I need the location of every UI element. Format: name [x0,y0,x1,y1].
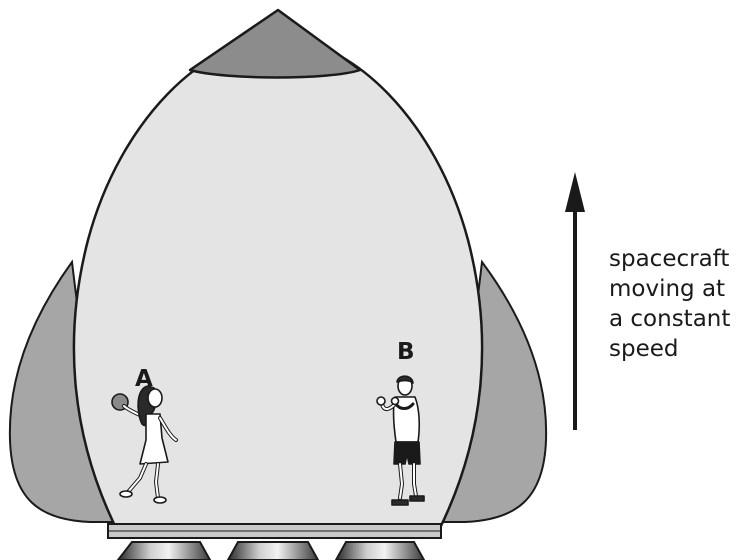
caption-line-2: moving at [609,276,726,302]
person-a-figure [111,385,178,504]
nozzle-right [334,541,426,560]
nose-cone [188,8,362,79]
caption-line-3: a constant [609,306,731,332]
motion-caption: spacecraft moving at a constant speed [609,244,730,364]
caption-line-4: speed [609,336,679,362]
person-b-label: B [397,339,415,365]
spacecraft-hull [72,36,484,534]
person-b-figure [376,375,425,506]
caption-line-1: spacecraft [609,246,730,272]
motion-arrow [565,172,585,430]
nozzle-left [116,541,212,560]
arrow-head-icon [565,172,585,212]
person-a-label: A [135,366,153,392]
nozzle-middle [226,541,320,560]
